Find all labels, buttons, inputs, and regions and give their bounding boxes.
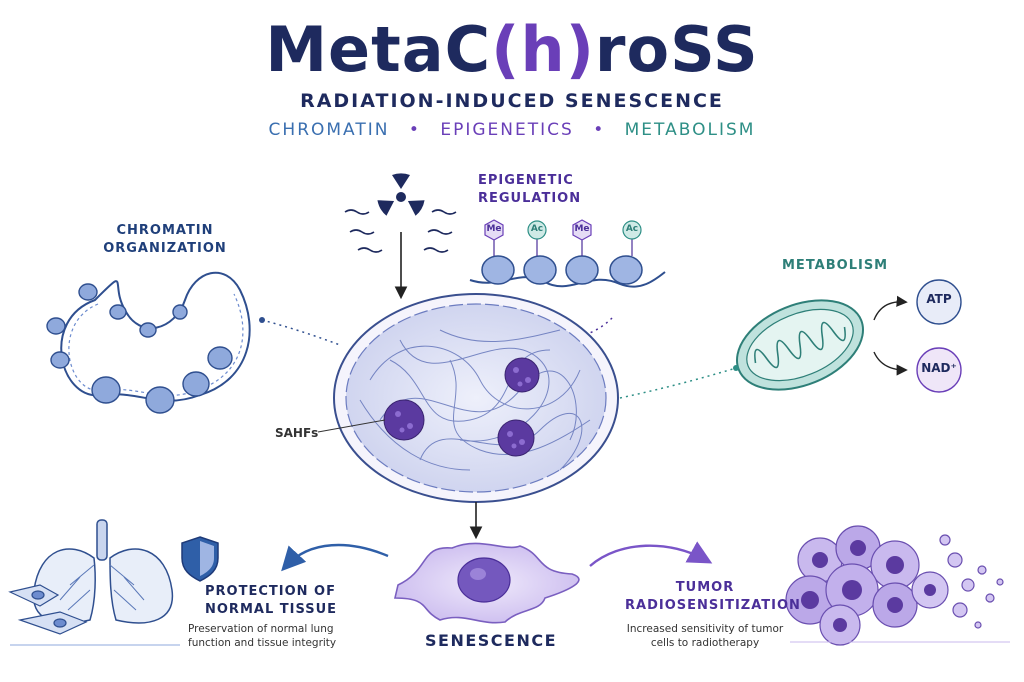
title-paren-letter: h xyxy=(520,13,566,86)
shield-icon xyxy=(181,536,219,582)
sahf-foci xyxy=(383,357,540,457)
page-title: MetaC(h)roSS xyxy=(0,14,1024,86)
senescent-cell xyxy=(393,542,580,624)
label-tumor-radiosensitization: TUMOR RADIOSENSITIZATION xyxy=(625,580,801,613)
tumor-description: Increased sensitivity of tumor cells to … xyxy=(626,623,784,649)
title-part2: roSS xyxy=(594,13,759,86)
title-part1: MetaC xyxy=(265,13,492,86)
page-subtitle: RADIATION-INDUCED SENESCENCE xyxy=(300,90,724,112)
epigenetic-nucleosome-row xyxy=(469,219,666,288)
mitochondrion-illustration xyxy=(735,299,865,391)
theme-epigenetics: EPIGENETICS xyxy=(440,120,574,140)
title-paren-close: ) xyxy=(565,13,595,86)
atp-arrow xyxy=(873,295,908,321)
lungs-illustration xyxy=(32,519,174,624)
acetyl-mark-label: Ac xyxy=(530,224,544,234)
atp-label: ATP xyxy=(926,292,952,306)
label-protection-normal-tissue: PROTECTION OF NORMAL TISSUE xyxy=(205,584,338,617)
nad-label: NAD⁺ xyxy=(921,361,957,375)
label-sahfs: SAHFs xyxy=(275,426,319,440)
fibroblast-cells xyxy=(8,584,88,635)
methyl-mark-label: Me xyxy=(486,224,502,234)
theme-separator: • xyxy=(408,120,421,140)
atp-circle xyxy=(916,279,962,325)
label-epigenetic-regulation: EPIGENETIC REGULATION xyxy=(478,173,582,206)
chromatin-connector-dot xyxy=(259,317,265,323)
chromatin-fiber-illustration xyxy=(46,271,251,414)
title-paren-open: ( xyxy=(491,13,521,86)
protection-description: Preservation of normal lung function and… xyxy=(188,623,337,649)
sahf-pointer xyxy=(317,419,386,433)
chromatin-connector xyxy=(261,319,341,346)
theme-chromatin: CHROMATIN xyxy=(268,120,390,140)
protection-arrow xyxy=(281,543,389,572)
metabolism-connector-dot xyxy=(733,365,739,371)
tumor-arrow xyxy=(589,541,713,567)
theme-list: CHROMATIN • EPIGENETICS • METABOLISM xyxy=(0,120,1024,140)
methyl-mark-label: Me xyxy=(574,224,590,234)
label-metabolism: METABOLISM xyxy=(782,258,889,273)
acetyl-mark-label: Ac xyxy=(625,224,639,234)
nad-arrow xyxy=(873,351,908,376)
nad-circle xyxy=(916,347,962,393)
metabolism-connector xyxy=(619,367,737,399)
nucleus xyxy=(333,293,619,503)
tumor-cell-cluster xyxy=(785,525,1004,646)
label-chromatin-organization: CHROMATIN ORGANIZATION xyxy=(103,223,227,256)
radiation-trefoil-icon xyxy=(377,173,425,216)
label-senescence: SENESCENCE xyxy=(424,631,558,650)
radiation-waves xyxy=(344,209,457,253)
theme-separator: • xyxy=(593,120,606,140)
theme-metabolism: METABOLISM xyxy=(624,120,756,140)
